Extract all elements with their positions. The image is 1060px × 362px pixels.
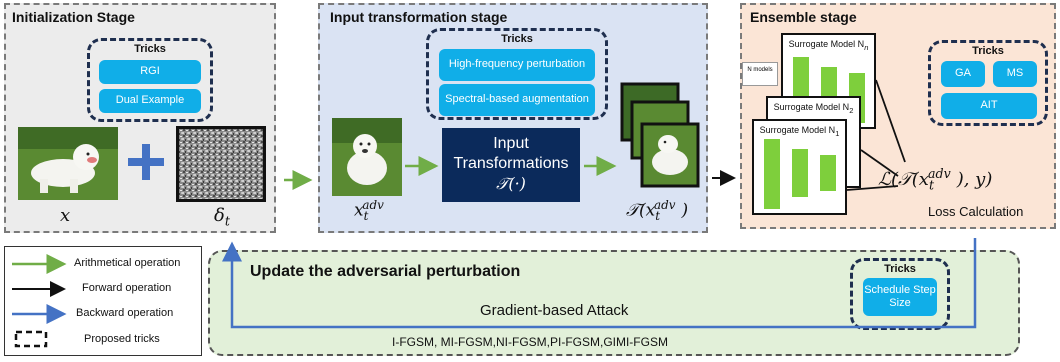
backward-path-arrow [222,238,977,329]
update-stage-title: Update the adversarial perturbation [250,263,521,280]
loss-caption: Loss Calculation [928,204,1024,219]
delta-symbol: δ [214,205,225,226]
transformed-xadv-label: 𝒯(xtadv) [626,198,688,223]
delta-subscript: t [224,213,230,229]
n-models-text: N models [747,67,773,73]
loss-prefix: ℒ(𝒯(x [878,169,929,190]
input-tricks-title: Tricks [501,33,533,45]
noise-image [176,126,266,202]
legend-forward: Forward operation [82,282,172,294]
model-1-bar-3 [820,155,836,191]
trick-high-frequency: High-frequency perturbation [439,49,595,81]
xadv-subscript: t [363,209,369,224]
transform-line-2: Transformations [453,155,569,172]
update-tricks-title: Tricks [884,263,916,275]
surrogate-model-title-1: Surrogate Model N1 [754,125,845,138]
model-1-bar-2 [792,149,808,197]
loss-suffix: ), y) [956,169,993,190]
surrogate-model-title-2: Surrogate Model N2 [768,102,859,115]
legend-dashed-box-icon [14,330,48,348]
dog-image-clean [18,127,118,200]
model-1-bar-1 [764,139,780,209]
ensemble-tricks-box: Tricks GA MS AIT [928,40,1048,126]
transformed-images-stack [620,82,700,188]
surrogate-model-label-2: Surrogate Model N [773,102,850,112]
legend-proposed-tricks: Proposed tricks [84,333,160,345]
txadv-superscript: adv [654,198,676,212]
delta-label: δt [214,205,230,229]
surrogate-model-sub-1: 1 [835,128,840,138]
input-tricks-box: Tricks High-frequency perturbation Spect… [426,28,608,120]
legend-backward: Backward operation [76,307,174,319]
xadv-base: x [354,200,364,221]
surrogate-model-sub-2: 2 [849,105,854,115]
xadv-superscript: adv [362,198,384,212]
loss-superscript: adv [928,166,951,181]
input-stage-title: Input transformation stage [330,9,508,25]
surrogate-model-card-1: Surrogate Model N1 [752,119,847,215]
txadv-suffix: ) [681,200,689,221]
trick-schedule-step-size: Schedule Step Size [863,278,937,316]
trick-ga: GA [941,61,985,87]
transform-line-1: Input [493,135,529,152]
attack-methods: I-FGSM, MI-FGSM,NI-FGSM,PI-FGSM,GIMI-FGS… [392,335,668,349]
ensemble-stage-title: Ensemble stage [750,9,857,25]
x-label: x [60,205,71,226]
trick-ms: MS [993,61,1037,87]
surrogate-model-sub-n: n [864,42,869,52]
surrogate-model-label-n: Surrogate Model N [788,39,865,49]
model-1-to-loss-line [846,185,899,191]
input-transformations-block: Input Transformations 𝒯(·) [442,128,580,202]
dog-image-adversarial [332,118,402,196]
trick-rgi: RGI [99,60,201,84]
surrogate-model-label-1: Surrogate Model N [759,125,836,135]
txadv-prefix: 𝒯(x [626,200,656,221]
legend-icons [12,254,67,348]
init-stage-title: Initialization Stage [12,9,135,25]
ensemble-tricks-title: Tricks [972,45,1004,57]
trick-ait: AIT [941,93,1037,119]
plus-icon [128,144,164,180]
loss-formula: ℒ(𝒯(xtadv ), y) [878,166,992,193]
loss-subscript: t [928,177,935,193]
surrogate-model-title-n: Surrogate Model Nn [783,39,874,52]
init-tricks-title: Tricks [134,43,166,55]
txadv-subscript: t [655,209,661,224]
model-n-to-loss-line [875,79,906,163]
attack-label: Gradient-based Attack [480,302,629,319]
init-tricks-box: Tricks RGI Dual Example [87,38,213,122]
model-2-to-loss-line [860,149,899,177]
xadv-label: xtadv [354,198,390,223]
trick-spectral-augmentation: Spectral-based augmentation [439,84,595,116]
trick-dual-example: Dual Example [99,89,201,113]
legend-arithmetical: Arithmetical operation [74,257,181,269]
update-tricks-box: Tricks Schedule Step Size [850,258,950,330]
n-models-tag: N models [742,62,778,86]
transform-line-3: 𝒯(·) [496,174,526,193]
